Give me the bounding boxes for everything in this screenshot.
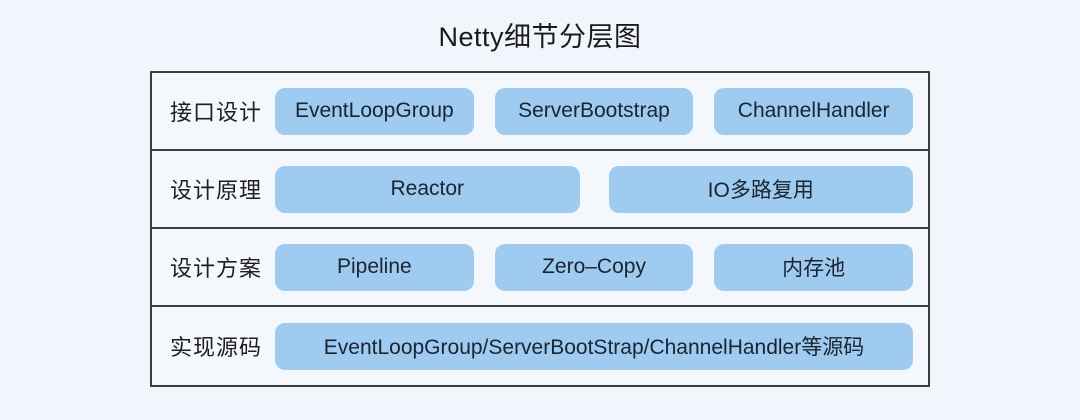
node-eventloopgroup: EventLoopGroup [275, 87, 474, 135]
node-reactor: Reactor [275, 165, 580, 213]
node-io-multiplexing: IO多路复用 [608, 165, 913, 213]
node-pipeline: Pipeline [275, 243, 474, 291]
row-design-scheme: 设计方案 Pipeline Zero–Copy 内存池 [152, 229, 928, 307]
node-zero-copy: Zero–Copy [494, 243, 694, 291]
row-label-implementation-source: 实现源码 [170, 335, 263, 360]
row-boxes: EventLoopGroup/ServerBootStrap/ChannelHa… [275, 322, 928, 370]
node-serverbootstrap: ServerBootstrap [494, 87, 694, 135]
row-interface-design: 接口设计 EventLoopGroup ServerBootstrap Chan… [152, 73, 928, 151]
row-boxes: Pipeline Zero–Copy 内存池 [275, 243, 928, 291]
row-implementation-source: 实现源码 EventLoopGroup/ServerBootStrap/Chan… [152, 307, 928, 385]
row-boxes: EventLoopGroup ServerBootstrap ChannelHa… [275, 87, 928, 135]
layer-table: 接口设计 EventLoopGroup ServerBootstrap Chan… [150, 71, 930, 387]
row-label-design-principle: 设计原理 [170, 178, 263, 203]
node-memory-pool: 内存池 [714, 243, 914, 291]
row-label-interface-design: 接口设计 [170, 100, 263, 125]
node-channelhandler: ChannelHandler [714, 87, 914, 135]
diagram-title: Netty细节分层图 [438, 22, 642, 52]
row-design-principle: 设计原理 Reactor IO多路复用 [152, 151, 928, 229]
row-boxes: Reactor IO多路复用 [275, 165, 928, 213]
row-label-design-scheme: 设计方案 [170, 256, 263, 281]
node-source-code: EventLoopGroup/ServerBootStrap/ChannelHa… [275, 322, 913, 370]
